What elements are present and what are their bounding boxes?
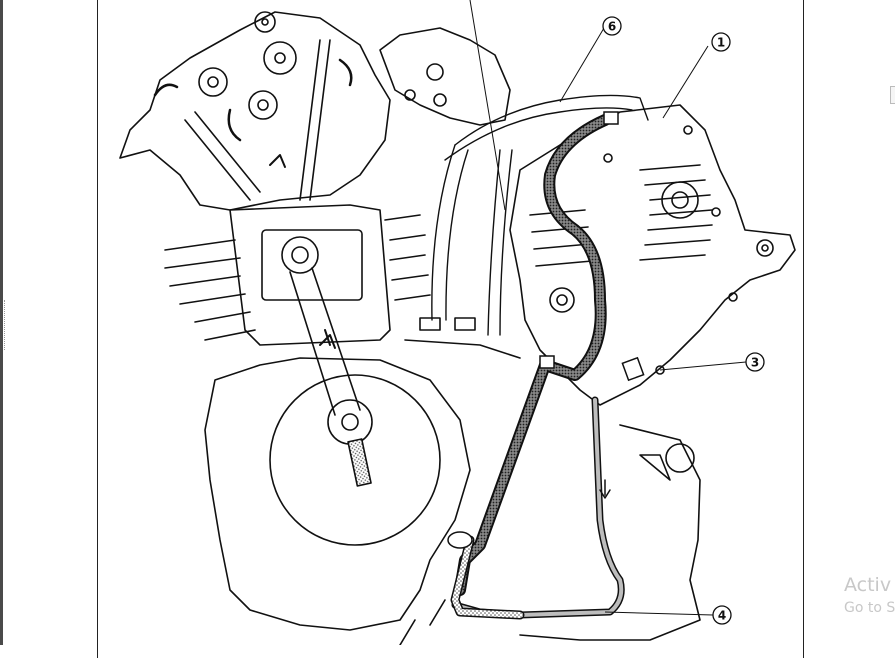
- callout-4: 4: [712, 605, 732, 625]
- panel-resize-handle[interactable]: [4, 300, 8, 350]
- activation-watermark-title: Activ: [844, 574, 892, 596]
- right-panel-tab[interactable]: [890, 86, 895, 104]
- document-page: [97, 0, 804, 658]
- leader-line-1: [662, 45, 709, 119]
- callout-4-label: 4: [718, 609, 726, 623]
- callout-3-label: 3: [751, 356, 759, 370]
- viewer-left-edge: [0, 0, 3, 645]
- activation-watermark-subtitle: Go to S: [844, 600, 895, 616]
- crankcase-outline: [204, 357, 471, 631]
- callout-1: 1: [711, 32, 731, 52]
- leader-line-6: [559, 27, 605, 103]
- cylinder-head-outline: [119, 11, 391, 211]
- callout-6: 6: [602, 16, 622, 36]
- callout-6-label: 6: [608, 20, 616, 34]
- leader-line-top: [469, 0, 506, 211]
- oil-filter-cover: [509, 104, 796, 406]
- leader-line-4: [604, 611, 714, 616]
- leader-line-3: [659, 361, 747, 371]
- callout-1-label: 1: [717, 36, 725, 50]
- cylinder-block: [229, 204, 391, 346]
- callout-3: 3: [745, 352, 765, 372]
